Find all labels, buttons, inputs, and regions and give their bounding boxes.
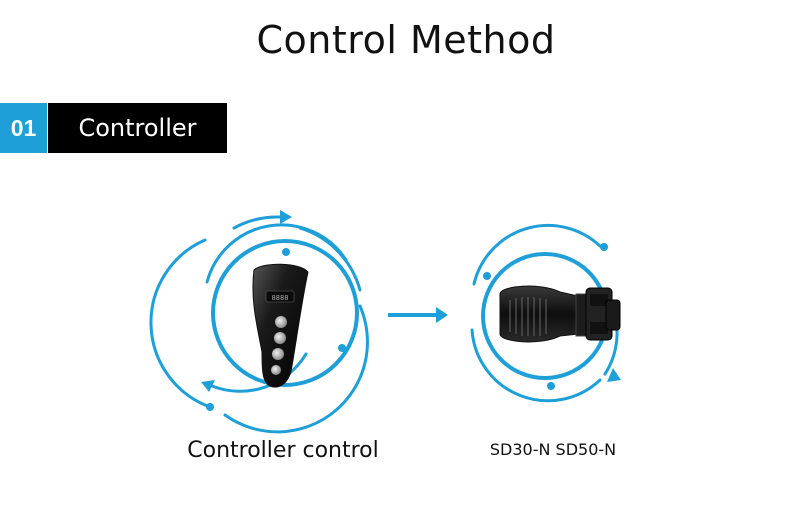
wave-pump-icon: [499, 285, 621, 343]
section-header: 01 Controller: [0, 103, 227, 153]
right-caption: SD30-N SD50-N: [489, 440, 617, 459]
left-rotation-rings: [149, 215, 369, 434]
section-label: Controller: [48, 103, 227, 153]
left-ring-dots: [201, 210, 346, 411]
right-ring-dots: [483, 243, 621, 390]
right-rotation-rings: [470, 223, 619, 403]
right-arrow-icon: [388, 307, 448, 323]
remote-controller-icon: 8888: [252, 263, 309, 388]
section-number-badge: 01: [0, 103, 47, 153]
page-title: Control Method: [256, 18, 556, 62]
svg-text:8888: 8888: [272, 294, 289, 302]
left-caption: Controller control: [187, 438, 379, 463]
